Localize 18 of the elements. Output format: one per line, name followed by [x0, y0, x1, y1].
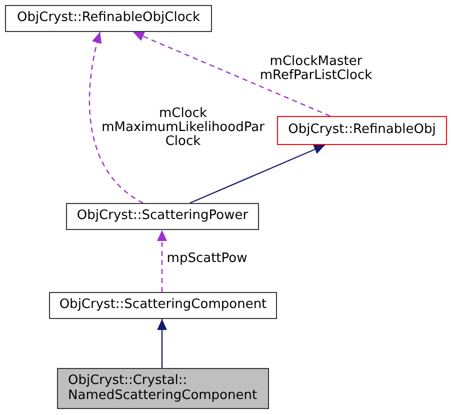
dashed-arrow	[89, 32, 144, 204]
class-name: ObjCryst::Crystal:: NamedScatteringComponent	[68, 374, 258, 403]
edge-label: mClockMaster mRefParListClock	[260, 55, 372, 83]
arrow	[190, 144, 326, 204]
class-name: ObjCryst::RefinableObj	[287, 123, 437, 138]
class-box	[66, 203, 259, 230]
edge-label: mClock mMaximumLikelihoodPar Clock	[102, 107, 264, 149]
class-box	[277, 116, 447, 145]
class-box	[49, 292, 277, 319]
arrow	[157, 319, 167, 368]
class-name: ObjCryst::RefinableObjClock	[16, 11, 201, 26]
class-name: ObjCryst::ScatteringPower	[76, 209, 250, 224]
class-name: ObjCryst::ScatteringComponent	[58, 298, 268, 313]
class-box	[57, 368, 269, 409]
dashed-arrow	[132, 31, 330, 117]
dashed-arrow	[157, 230, 167, 292]
edge-label: mpScattPow	[166, 252, 248, 266]
class-box	[5, 5, 212, 32]
